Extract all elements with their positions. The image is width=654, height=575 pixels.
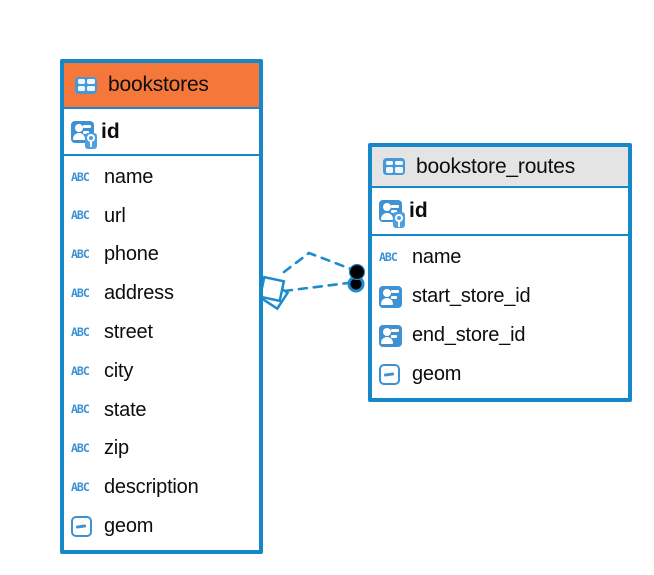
text-type-icon: ABC <box>71 169 90 184</box>
column-row[interactable]: ABC description <box>64 468 259 507</box>
diamond-marker-back <box>259 280 290 311</box>
column-row[interactable]: ABC url <box>64 197 259 236</box>
column-row[interactable]: ABC city <box>64 352 259 391</box>
column-row-pk[interactable]: id <box>372 188 628 236</box>
relationship-line-upper[interactable] <box>282 251 353 274</box>
text-type-icon: ABC <box>71 324 90 339</box>
column-name: geom <box>104 515 154 538</box>
geometry-type-icon <box>71 516 92 538</box>
primary-key-icon <box>71 120 97 149</box>
table-bookstores[interactable]: bookstores id ABC name ABC url ABC phone <box>60 59 263 554</box>
table-icon <box>75 76 97 94</box>
text-type-icon: ABC <box>71 402 90 417</box>
column-name: state <box>104 398 147 421</box>
geometry-type-icon <box>379 364 400 385</box>
column-row[interactable]: geom <box>64 507 259 546</box>
key-icon <box>392 212 405 228</box>
column-row[interactable]: ABC zip <box>64 430 259 469</box>
column-row[interactable]: geom <box>372 355 628 394</box>
column-row[interactable]: ABC address <box>64 274 259 313</box>
column-row[interactable]: start_store_id <box>372 277 628 316</box>
column-name: end_store_id <box>412 324 526 346</box>
relationship-line-lower[interactable] <box>282 281 350 293</box>
text-type-icon: ABC <box>71 441 90 456</box>
table-bookstore-routes-header[interactable]: bookstore_routes <box>372 147 628 188</box>
column-row[interactable]: ABC phone <box>64 236 259 275</box>
column-row[interactable]: end_store_id <box>372 316 628 355</box>
column-name: name <box>412 246 462 268</box>
reference-id-icon <box>379 285 402 308</box>
text-type-icon: ABC <box>71 363 90 378</box>
text-type-icon: ABC <box>379 249 398 264</box>
column-name: zip <box>104 437 129 460</box>
column-name: id <box>101 119 120 143</box>
text-type-icon: ABC <box>71 247 90 262</box>
column-name: description <box>104 476 199 499</box>
table-bookstore-routes[interactable]: bookstore_routes id ABC name start_store… <box>368 143 632 402</box>
key-icon <box>84 132 97 149</box>
column-name: address <box>104 282 174 305</box>
column-row[interactable]: ABC name <box>372 238 628 277</box>
column-list: ABC name start_store_id end_store_id geo… <box>372 236 628 398</box>
column-list: ABC name ABC url ABC phone ABC address A… <box>64 156 259 550</box>
endpoint-dot-back <box>347 275 365 293</box>
table-title: bookstore_routes <box>416 154 576 178</box>
column-name: url <box>104 204 126 227</box>
column-name: phone <box>104 243 159 266</box>
column-row[interactable]: ABC street <box>64 313 259 352</box>
column-name: geom <box>412 363 462 385</box>
column-name: start_store_id <box>412 285 531 307</box>
column-name: id <box>409 199 428 222</box>
table-title: bookstores <box>108 73 209 96</box>
diamond-marker-front <box>258 275 286 303</box>
column-row-pk[interactable]: id <box>64 109 259 156</box>
text-type-icon: ABC <box>71 286 90 301</box>
endpoint-dot-front <box>348 263 366 281</box>
column-name: street <box>104 321 153 344</box>
table-icon <box>383 158 405 175</box>
table-bookstores-header[interactable]: bookstores <box>64 63 259 109</box>
column-name: city <box>104 359 134 382</box>
text-type-icon: ABC <box>71 480 90 495</box>
column-row[interactable]: ABC name <box>64 158 259 197</box>
text-type-icon: ABC <box>71 208 90 223</box>
column-row[interactable]: ABC state <box>64 391 259 430</box>
column-name: name <box>104 165 154 188</box>
reference-id-icon <box>379 324 402 347</box>
primary-key-icon <box>379 200 405 228</box>
